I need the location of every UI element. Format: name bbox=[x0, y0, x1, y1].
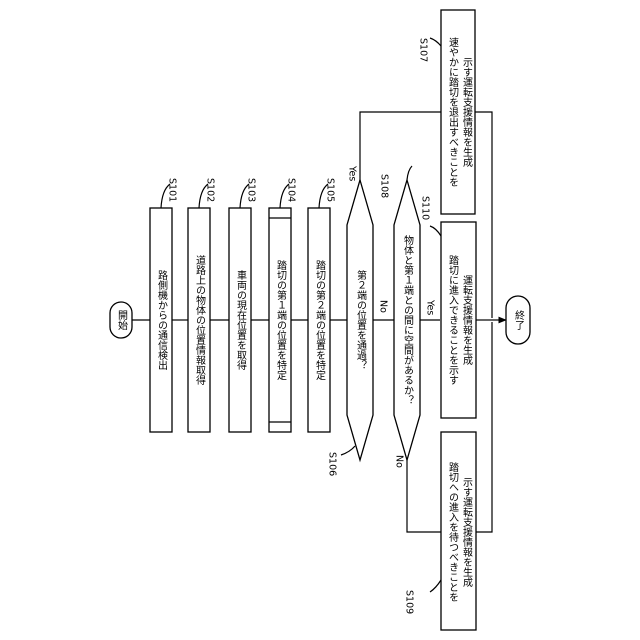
s103-label: 車両の現在位置を取得 bbox=[235, 269, 247, 370]
edge-s108-s109 bbox=[407, 460, 441, 532]
node-s105: 踏切の第２端の位置を特定 bbox=[308, 208, 330, 432]
s110-label-line2: 運転支援情報を生成 bbox=[461, 275, 473, 366]
step-label-s110: S110 bbox=[420, 196, 431, 220]
start-label: 開始 bbox=[116, 310, 128, 331]
step-label-s103: S103 bbox=[246, 178, 257, 202]
leader-s108 bbox=[407, 166, 412, 180]
s107-label-line1: 速やかに踏切を退出すべきことを bbox=[447, 37, 459, 187]
branch-label-s106-yes: Yes bbox=[347, 165, 358, 181]
step-label-s108: S108 bbox=[379, 174, 390, 198]
edge-s106-s107 bbox=[360, 112, 441, 202]
s108-label: 物体と第１端との間に空間があるか？ bbox=[402, 234, 414, 405]
leader-s107 bbox=[430, 38, 441, 46]
step-label-s109: S109 bbox=[404, 590, 415, 614]
node-s102: 道路上の物体の位置情報取得 bbox=[188, 208, 210, 432]
step-label-s106: S106 bbox=[327, 452, 338, 476]
leader-s109 bbox=[430, 580, 441, 592]
branch-label-s108-yes: Yes bbox=[425, 299, 436, 315]
step-label-s101: S101 bbox=[167, 178, 178, 202]
node-s101: 路側機からの通信検出 bbox=[150, 208, 172, 432]
node-s110: 踏切に進入できることを示す 運転支援情報を生成 bbox=[441, 222, 476, 418]
step-label-s107: S107 bbox=[418, 38, 429, 62]
step-label-s105: S105 bbox=[325, 178, 336, 202]
s106-label: 第２端の位置を通過？ bbox=[355, 269, 367, 370]
node-s107: 速やかに踏切を退出すべきことを 示す運転支援情報を生成 bbox=[441, 10, 475, 214]
s107-label-line2: 示す運転支援情報を生成 bbox=[461, 57, 473, 168]
node-s108: 物体と第１端との間に空間があるか？ bbox=[394, 180, 420, 460]
s109-label-line2: 示す運転支援情報を生成 bbox=[461, 477, 473, 588]
s109-label-line1: 踏切への進入を待つべきことを bbox=[447, 461, 459, 602]
branch-label-s106-no: No bbox=[378, 300, 389, 313]
s104-label: 踏切の第１端の位置を特定 bbox=[275, 259, 287, 381]
node-end: 終了 bbox=[506, 296, 530, 344]
end-label: 終了 bbox=[513, 309, 525, 330]
node-s106: 第２端の位置を通過？ bbox=[347, 180, 373, 460]
branch-label-s108-no: No bbox=[394, 455, 405, 468]
node-s104: 踏切の第１端の位置を特定 bbox=[269, 208, 291, 432]
s105-label: 踏切の第２端の位置を特定 bbox=[314, 259, 326, 381]
step-label-s102: S102 bbox=[205, 178, 216, 202]
edge-s107-end bbox=[475, 112, 492, 318]
s101-label: 路側機からの通信検出 bbox=[156, 269, 168, 370]
node-start: 開始 bbox=[110, 302, 132, 338]
leader-s106 bbox=[341, 446, 355, 455]
leader-s110 bbox=[430, 226, 441, 236]
step-label-s104: S104 bbox=[286, 178, 297, 202]
node-s109: 踏切への進入を待つべきことを 示す運転支援情報を生成 bbox=[441, 432, 476, 630]
s110-label-line1: 踏切に進入できることを示す bbox=[447, 254, 459, 385]
edge-s109-end bbox=[476, 322, 492, 532]
node-s103: 車両の現在位置を取得 bbox=[229, 208, 251, 432]
s102-label: 道路上の物体の位置情報取得 bbox=[194, 254, 206, 385]
